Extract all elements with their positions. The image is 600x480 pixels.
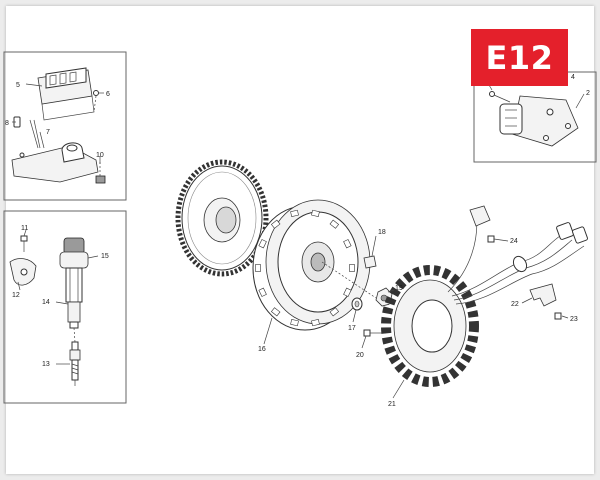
flywheel-slot (270, 307, 281, 317)
callout-4: 4 (571, 74, 575, 81)
flywheel-slot (290, 319, 299, 327)
callout-12: 12 (12, 292, 20, 299)
callout-14: 14 (42, 299, 50, 306)
callout-6: 6 (106, 91, 110, 98)
flywheel-slot (311, 319, 320, 327)
flywheel-slot (343, 239, 352, 249)
callout-11: 11 (21, 225, 28, 232)
washer-part-17 (351, 297, 363, 311)
flywheel-slot (311, 209, 320, 217)
callout-15: 15 (101, 253, 109, 260)
flywheel-slot (255, 264, 261, 272)
flywheel-slot (349, 264, 355, 272)
flywheel-slot (290, 209, 299, 217)
spark-plug-part-13 (69, 341, 81, 386)
callout-7: 7 (46, 129, 50, 136)
ignition-coil-part-15 (59, 237, 89, 303)
callout-24: 24 (510, 238, 518, 245)
ecu-screw-part-6 (93, 90, 99, 96)
callout-20: 20 (356, 352, 364, 359)
callout-2: 2 (586, 90, 590, 97)
callout-17: 17 (348, 325, 356, 332)
clip-part-10 (95, 175, 106, 184)
callout-22: 22 (511, 301, 519, 308)
flywheel-slot (329, 219, 340, 229)
screw-part-4 (489, 91, 511, 103)
flywheel-slot (329, 307, 340, 317)
flywheel-slot (270, 219, 281, 229)
ecu-bracket-part-7 (11, 142, 99, 183)
callout-13: 13 (42, 361, 50, 368)
bolt-part-24 (487, 235, 495, 243)
coil-boot-part-14 (67, 301, 81, 329)
callout-10: 10 (96, 152, 104, 159)
clamp-part-22 (529, 283, 557, 307)
section-code-badge: E12 (471, 29, 568, 86)
coil-bracket-part-12 (9, 258, 37, 286)
bolt-part-11 (20, 235, 28, 252)
inset-ecu-box (3, 51, 127, 201)
screw-part-23 (554, 312, 562, 320)
flywheel-part-16 (252, 199, 371, 331)
callout-5: 5 (16, 82, 20, 89)
callout-8: 8 (5, 120, 9, 127)
flywheel-slots (255, 209, 355, 327)
flywheel-slot (258, 287, 267, 297)
flywheel-slot (343, 287, 352, 297)
inset-ignition-box (3, 210, 127, 404)
stator-part-21 (381, 265, 479, 387)
flywheel-slot (258, 239, 267, 249)
callout-leaders (12, 79, 585, 399)
key-part-18 (363, 255, 377, 269)
ecu-module (37, 67, 95, 121)
callout-16: 16 (258, 346, 266, 353)
starter-gear (175, 159, 269, 277)
callout-23: 23 (570, 316, 578, 323)
callout-18: 18 (378, 229, 386, 236)
callout-21: 21 (388, 401, 396, 408)
sensor-part-2 (499, 95, 579, 147)
pickup-sensor (469, 205, 491, 227)
bracket-pin-part-8 (13, 116, 41, 149)
callout-19: 19 (395, 285, 403, 292)
wiring-harness (447, 209, 588, 305)
